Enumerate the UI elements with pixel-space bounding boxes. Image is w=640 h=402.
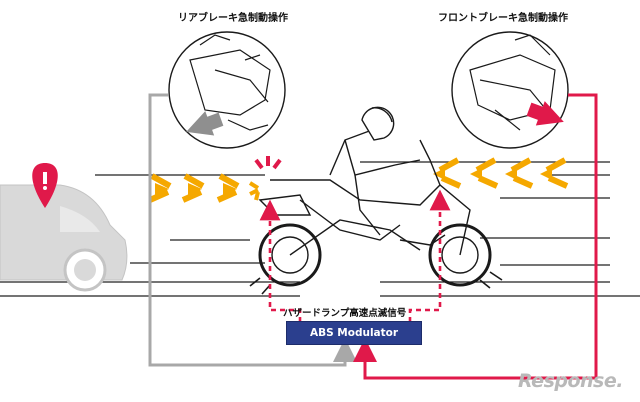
- motorcycle-rider-icon: [249, 106, 503, 295]
- hazard-signal-label: ハザードランプ高速点滅信号: [283, 308, 407, 319]
- rear-brake-label: リアブレーキ急制動操作: [178, 13, 288, 24]
- rear-signal-line: [148, 93, 357, 367]
- rear-hazard-flash: [148, 173, 260, 203]
- brake-light-flash: [254, 156, 282, 170]
- hazard-front-dashed: [408, 189, 451, 322]
- rear-brake-hand-icon: [168, 31, 286, 149]
- car-icon: [0, 184, 128, 292]
- warning-icon: [32, 163, 58, 208]
- front-brake-hand-icon: [451, 31, 569, 149]
- abs-modulator-box: ABS Modulator: [286, 321, 422, 345]
- hazard-rear-dashed: [259, 199, 302, 322]
- front-signal-line: [353, 93, 598, 380]
- watermark-logo: Response.: [518, 370, 623, 392]
- front-brake-label: フロントブレーキ急制動操作: [438, 13, 568, 24]
- front-hazard-core: [433, 168, 552, 180]
